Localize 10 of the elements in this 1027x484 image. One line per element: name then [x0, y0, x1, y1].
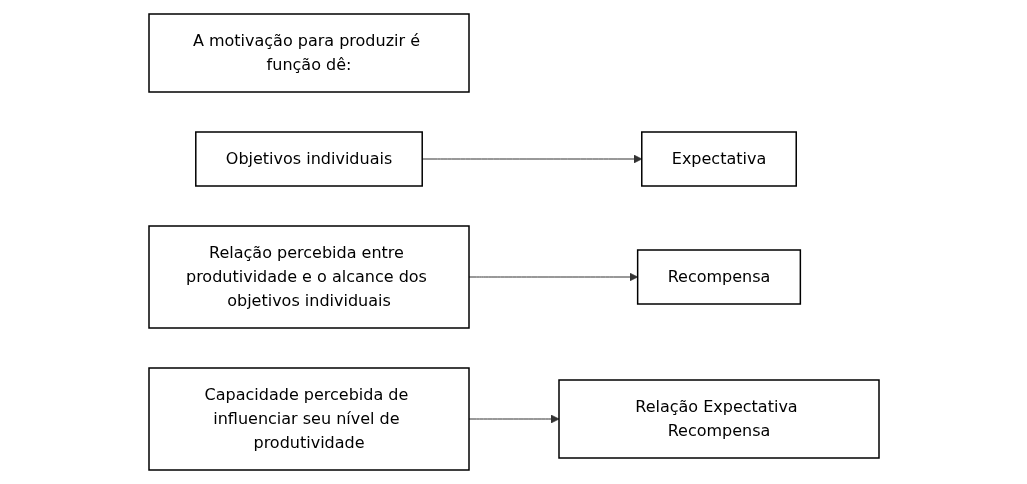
node-box: Expectativa [640, 131, 797, 187]
arrow [421, 154, 642, 164]
node-box: Capacidade percebida de influenciar seu nível de produtividade [147, 367, 470, 471]
node-box: Objetivos individuais [194, 131, 423, 187]
node-box: Relação percebida entre produtividade e o alcance dos objetivos individuais [147, 225, 470, 329]
node-box: Recompensa [636, 249, 801, 305]
node-box: A motivação para produzir é função dê: [147, 13, 470, 93]
arrow [468, 414, 559, 424]
node-box: Relação Expectativa Recompensa [557, 379, 880, 459]
arrow [468, 272, 638, 282]
